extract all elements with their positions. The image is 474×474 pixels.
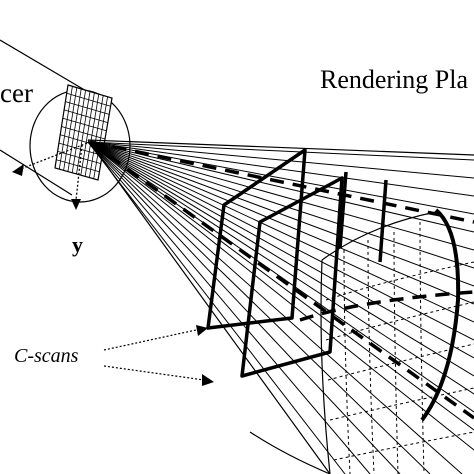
far-face-dotted-grid — [325, 221, 474, 474]
y-axis-arrowhead — [71, 199, 81, 210]
c-scan-plane-3-edge — [338, 171, 348, 249]
axis-lines — [17, 141, 91, 201]
scan-line — [87, 141, 474, 161]
rendering-plane-label: Rendering Pla — [320, 65, 468, 94]
scan-line — [87, 141, 474, 359]
volume-top-edge — [87, 139, 474, 156]
x-axis-dotted — [17, 141, 91, 171]
scan-line — [87, 141, 474, 341]
scan-line — [87, 141, 474, 431]
scan-line — [87, 141, 474, 269]
dashed-guide-mid — [299, 290, 474, 322]
c-scan-planes — [206, 148, 388, 378]
c-scans-arrowhead-upper — [196, 325, 208, 336]
array-grid-line — [80, 92, 95, 176]
c-scans-arrow-lower — [103, 365, 205, 381]
volume-boundary — [87, 139, 474, 474]
scan-line — [87, 141, 474, 179]
scan-line — [87, 141, 346, 474]
far-face-top-edge — [321, 211, 437, 261]
scan-line — [87, 141, 474, 323]
scan-line-fan — [87, 141, 474, 474]
c-scan-plane-4-edge — [378, 179, 388, 263]
volume-bottom-curve — [249, 431, 331, 474]
c-scan-plane-1 — [206, 148, 307, 330]
scan-line — [87, 141, 474, 395]
scan-line — [87, 141, 474, 287]
cylinder-top-edge — [0, 39, 89, 93]
array-grid — [56, 86, 111, 179]
scan-line — [87, 141, 474, 451]
x-axis-arrowhead — [12, 164, 24, 176]
rendering-plane-outline — [420, 208, 461, 422]
scan-line — [87, 141, 474, 377]
scan-line — [87, 141, 474, 233]
array-grid-line — [58, 142, 103, 156]
array-grid-line — [93, 96, 108, 179]
scan-line — [87, 141, 474, 197]
far-face-left-edge — [320, 259, 331, 474]
c-scan-plane-2 — [240, 176, 344, 378]
volume-far-face — [320, 211, 474, 474]
c-scans-arrow-upper — [103, 329, 197, 351]
dashed-guide-upper — [89, 140, 474, 224]
transducer-label: cer — [0, 78, 33, 108]
scan-line — [87, 141, 371, 474]
array-grid-line — [57, 151, 101, 164]
array-grid-line — [84, 94, 100, 177]
dashed-guides — [88, 140, 474, 420]
array-grid-line — [61, 126, 106, 140]
array-grid-line — [89, 95, 104, 178]
c-scans-label: C-scans — [14, 345, 79, 367]
c-scans-arrows — [103, 329, 205, 381]
y-axis-label: y — [72, 232, 83, 257]
scan-line — [87, 141, 474, 215]
scan-line — [87, 141, 474, 251]
array-grid-line — [56, 159, 100, 173]
dashed-guide-lower — [88, 140, 474, 420]
scan-line — [87, 141, 463, 474]
scan-line — [87, 141, 431, 474]
c-scans-arrowhead-lower — [202, 374, 214, 386]
transducer-array — [54, 84, 113, 181]
y-axis-dotted — [75, 144, 83, 201]
